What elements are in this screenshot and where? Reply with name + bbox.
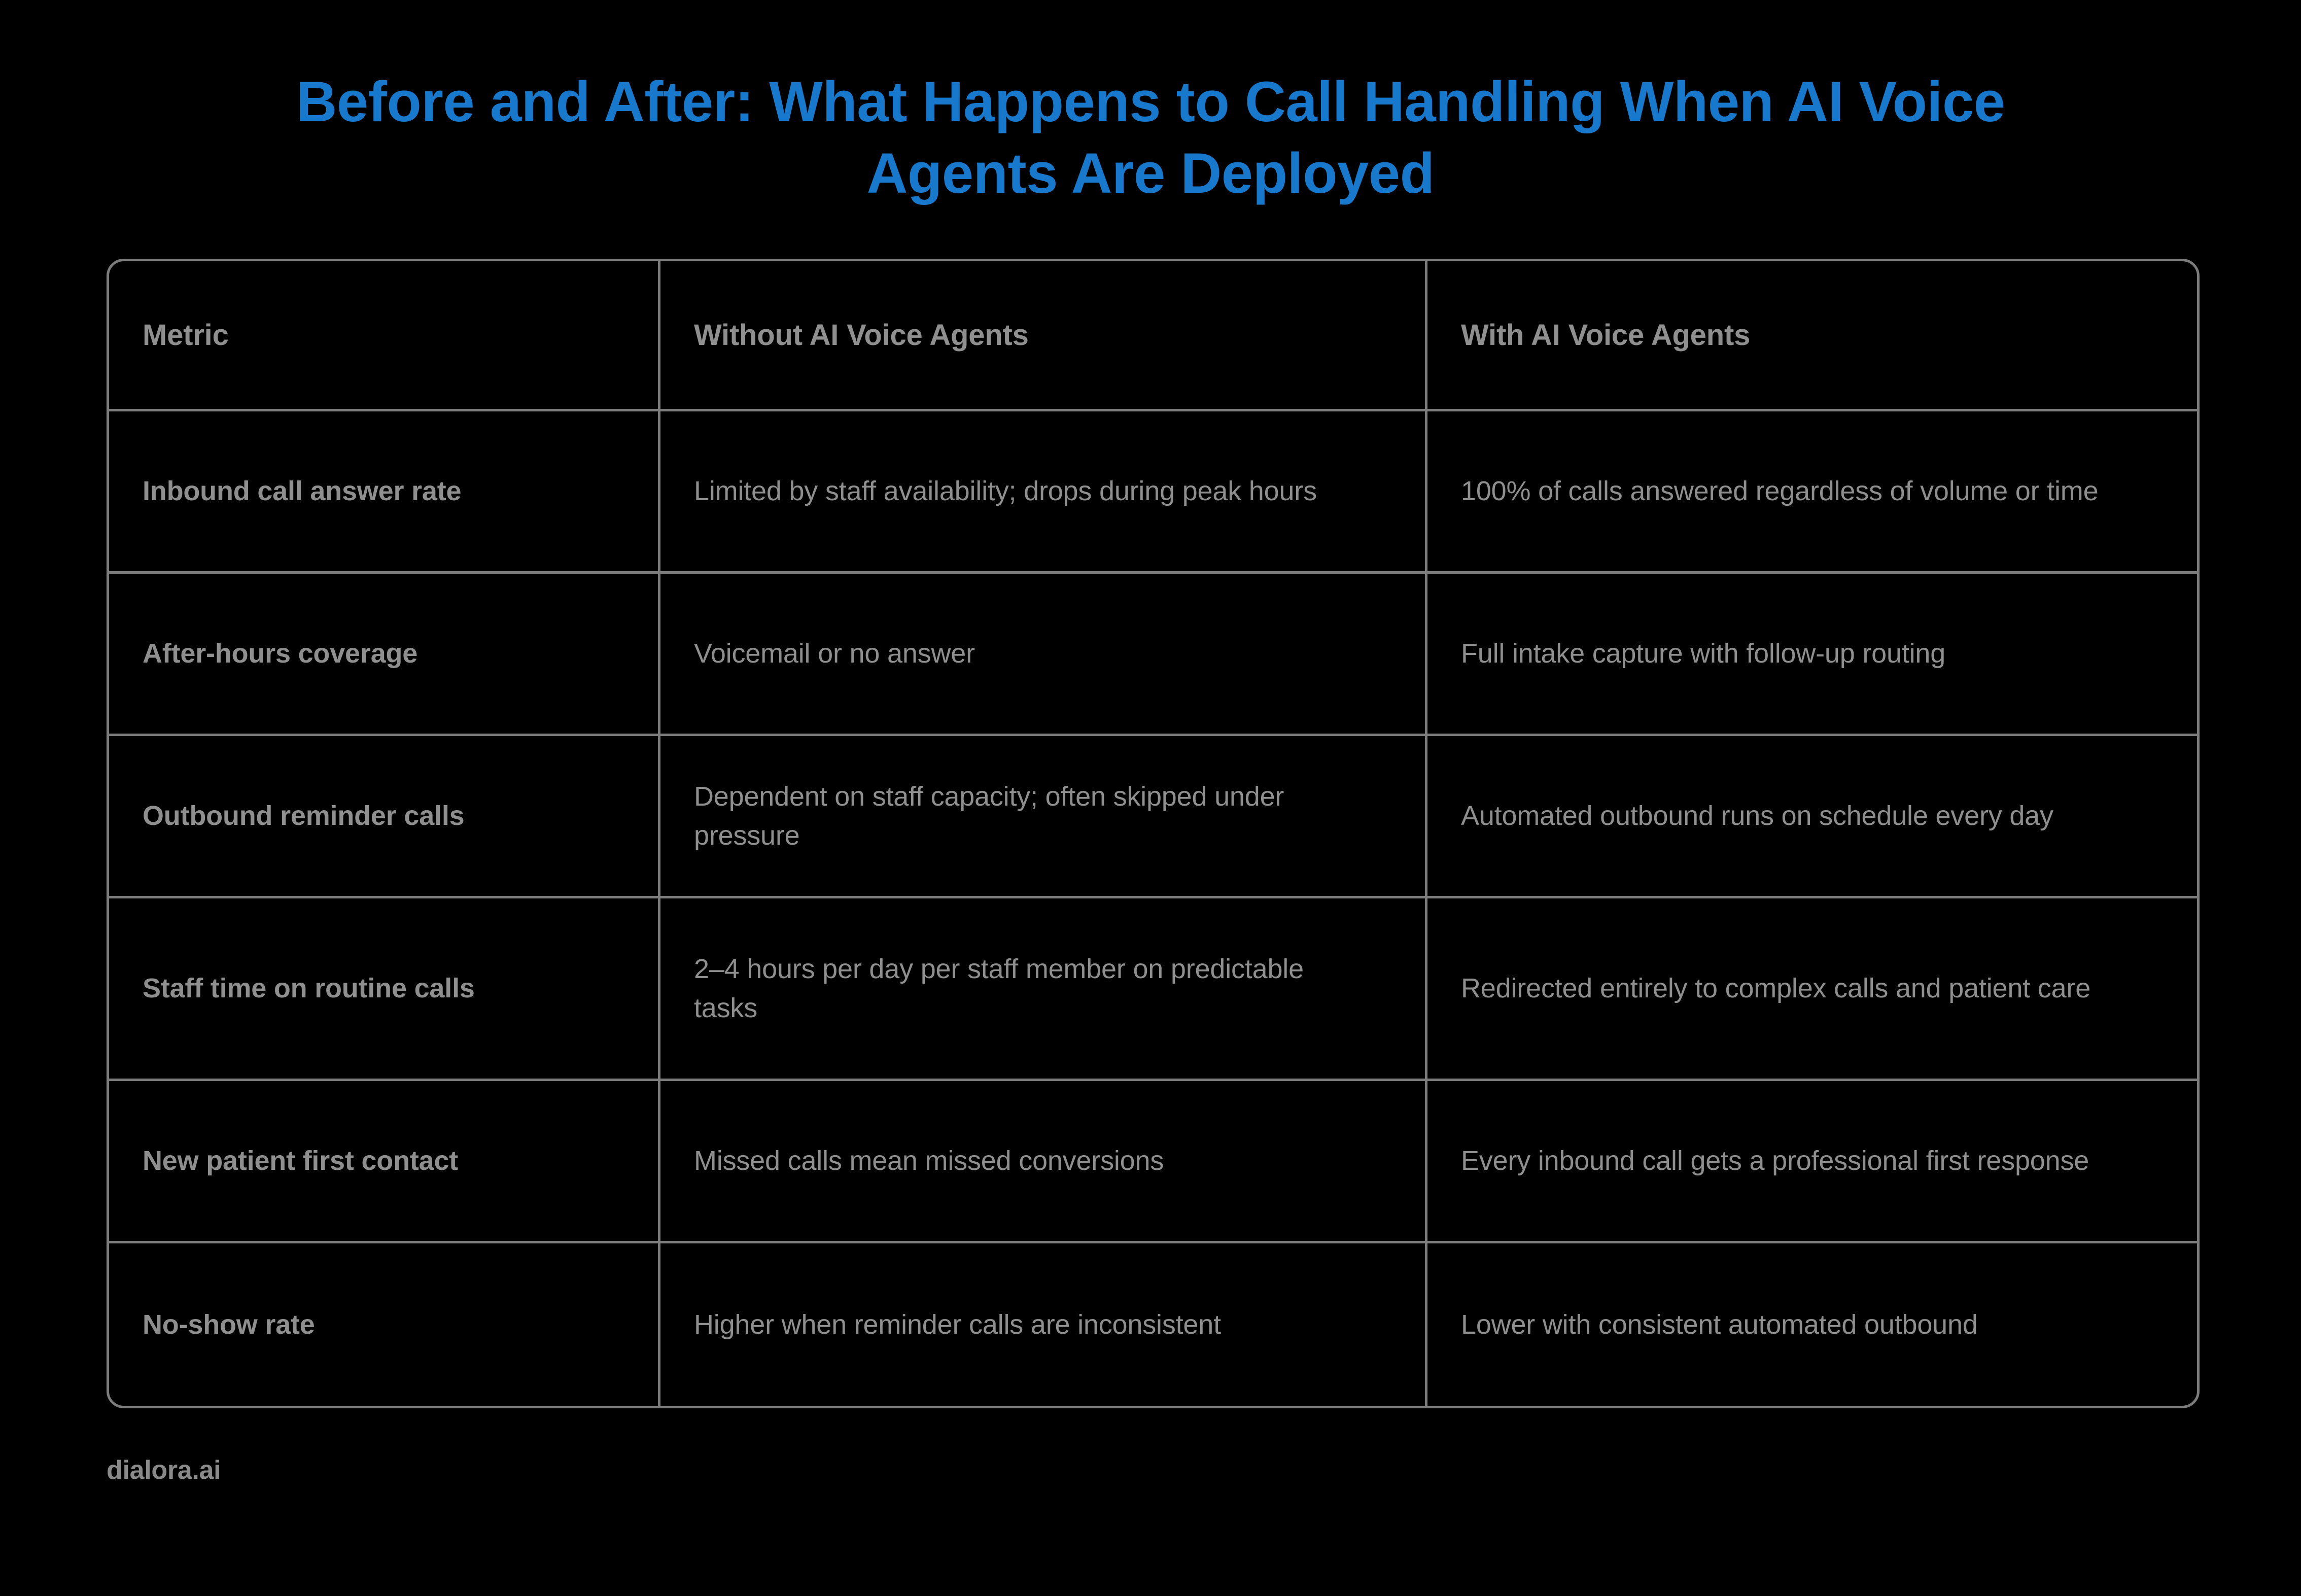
table-row: New patient first contact Missed calls m… [109, 1081, 2197, 1244]
cell-text: Redirected entirely to complex calls and… [1461, 973, 2091, 1004]
cell-text: Inbound call answer rate [143, 476, 462, 507]
cell-with-ai: Every inbound call gets a professional f… [1425, 1081, 2197, 1244]
page-title: Before and After: What Happens to Call H… [296, 70, 2005, 205]
cell-with-ai: 100% of calls answered regardless of vol… [1425, 411, 2197, 574]
cell-with-ai: Lower with consistent automated outbound [1425, 1243, 2197, 1406]
table-row: No-show rate Higher when reminder calls … [109, 1243, 2197, 1406]
cell-without-ai: Limited by staff availability; drops dur… [658, 411, 1425, 574]
column-header-with-ai: With AI Voice Agents [1425, 261, 2197, 412]
cell-text: No-show rate [143, 1309, 315, 1340]
cell-text: Limited by staff availability; drops dur… [694, 476, 1317, 507]
table-row: Inbound call answer rate Limited by staf… [109, 411, 2197, 574]
cell-text: Every inbound call gets a professional f… [1461, 1146, 2089, 1176]
cell-text: Automated outbound runs on schedule ever… [1461, 801, 2053, 831]
cell-text: Voicemail or no answer [694, 638, 975, 669]
cell-without-ai: Voicemail or no answer [658, 574, 1425, 737]
cell-text: Higher when reminder calls are inconsist… [694, 1309, 1221, 1340]
cell-without-ai: Dependent on staff capacity; often skipp… [658, 736, 1425, 899]
cell-text: Lower with consistent automated outbound [1461, 1309, 1978, 1340]
cell-text: 2–4 hours per day per staff member on pr… [694, 954, 1304, 1023]
title-block: Before and After: What Happens to Call H… [0, 0, 2301, 209]
comparison-table-wrapper: Metric Without AI Voice Agents With AI V… [107, 259, 2200, 1409]
cell-metric: After-hours coverage [109, 574, 658, 737]
cell-text: After-hours coverage [143, 638, 418, 669]
cell-metric: New patient first contact [109, 1081, 658, 1244]
column-header-without-ai: Without AI Voice Agents [658, 261, 1425, 412]
table-header: Metric Without AI Voice Agents With AI V… [109, 261, 2197, 412]
cell-metric: Staff time on routine calls [109, 898, 658, 1082]
footer-brand: dialora.ai [107, 1455, 221, 1485]
cell-without-ai: Higher when reminder calls are inconsist… [658, 1243, 1425, 1406]
cell-with-ai: Full intake capture with follow-up routi… [1425, 574, 2197, 737]
table-row: Outbound reminder calls Dependent on sta… [109, 736, 2197, 899]
cell-with-ai: Redirected entirely to complex calls and… [1425, 898, 2197, 1082]
column-header-metric: Metric [109, 261, 658, 412]
cell-metric: Outbound reminder calls [109, 736, 658, 899]
cell-text: Staff time on routine calls [143, 973, 475, 1004]
table-row: Staff time on routine calls 2–4 hours pe… [109, 898, 2197, 1082]
cell-text: Dependent on staff capacity; often skipp… [694, 781, 1284, 851]
cell-without-ai: Missed calls mean missed conversions [658, 1081, 1425, 1244]
table-body: Inbound call answer rate Limited by staf… [109, 411, 2197, 1406]
cell-with-ai: Automated outbound runs on schedule ever… [1425, 736, 2197, 899]
cell-text: Outbound reminder calls [143, 801, 465, 831]
cell-text: 100% of calls answered regardless of vol… [1461, 476, 2099, 507]
comparison-table: Metric Without AI Voice Agents With AI V… [107, 259, 2200, 1409]
table-row: After-hours coverage Voicemail or no ans… [109, 574, 2197, 737]
cell-text: Missed calls mean missed conversions [694, 1146, 1164, 1176]
cell-text: Full intake capture with follow-up routi… [1461, 638, 1946, 669]
cell-without-ai: 2–4 hours per day per staff member on pr… [658, 898, 1425, 1082]
table-header-row: Metric Without AI Voice Agents With AI V… [109, 261, 2197, 412]
cell-metric: No-show rate [109, 1243, 658, 1406]
cell-metric: Inbound call answer rate [109, 411, 658, 574]
cell-text: New patient first contact [143, 1146, 459, 1176]
